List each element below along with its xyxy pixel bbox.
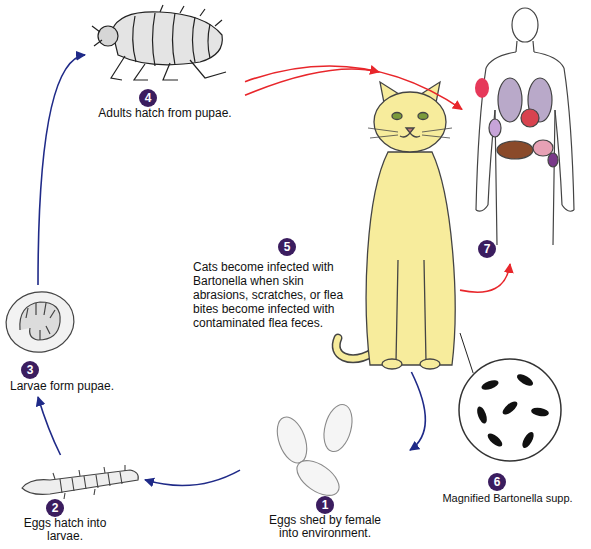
stage-caption: Eggs shed by female into environment.	[260, 514, 390, 540]
cycle-arrow	[145, 470, 240, 485]
stage-node: 1Eggs shed by female into environment.	[240, 400, 410, 543]
infection-arrow	[245, 69, 379, 95]
bacteria-drawing	[458, 358, 562, 462]
cycle-arrow	[38, 397, 61, 455]
egg-drawings	[272, 401, 357, 502]
callout-number: 6	[488, 473, 506, 491]
callout-number: 2	[46, 499, 64, 517]
stage-caption: Cats become infected with Bartonella whe…	[193, 260, 353, 330]
cycle-arrow	[410, 372, 425, 450]
stage-node: 3Larvae form pupae.	[2, 285, 122, 397]
cycle-arrow	[38, 55, 85, 285]
callout-number: 5	[278, 238, 296, 256]
magnifier-outline	[458, 358, 562, 462]
stage-node: 4Adults hatch from pupae.	[85, 0, 245, 122]
callout-number: 4	[139, 89, 157, 107]
infection-arrow	[460, 264, 510, 292]
stage-caption: Adults hatch from pupae.	[85, 106, 245, 120]
stage-node: 5Cats become infected with Bartonella wh…	[190, 72, 460, 372]
infection-arrow	[245, 66, 462, 109]
callout-number: 3	[21, 361, 39, 379]
stage-caption: Magnified Bartonella supp.	[430, 492, 585, 505]
magnifier-node: 6Magnified Bartonella supp.	[458, 358, 562, 462]
cat-drawing	[336, 82, 455, 369]
stage-caption: Larvae form pupae.	[2, 379, 122, 393]
stage-caption: Eggs hatch into larvae.	[15, 517, 115, 543]
stage-node: 2Eggs hatch into larvae.	[15, 455, 145, 547]
callout-number: 1	[316, 496, 334, 514]
stage-node: 7	[462, 2, 582, 264]
leader-line	[460, 333, 473, 373]
human-drawing	[475, 8, 574, 245]
callout-number: 7	[478, 240, 496, 258]
pupa-drawing	[1, 287, 78, 358]
larva-drawing	[22, 465, 138, 499]
magnifier-ring	[459, 359, 561, 461]
flea-drawing	[92, 5, 226, 80]
